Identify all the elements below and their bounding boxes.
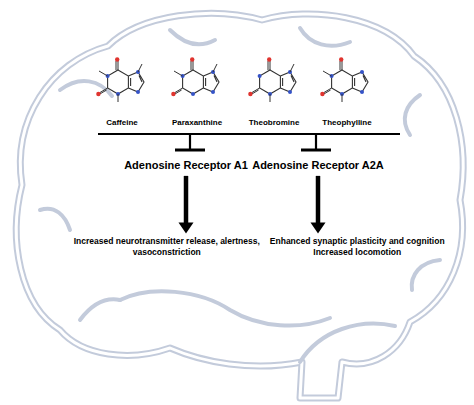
node-text: Enhanced synaptic plasticity and cogniti…	[270, 236, 445, 247]
theophylline-structure	[320, 57, 368, 102]
arrow-head	[311, 222, 326, 233]
effect-arrow	[179, 176, 194, 234]
arrow-head	[179, 222, 194, 233]
node-text: Increased locomotion	[270, 247, 445, 258]
arrow-shaft	[184, 176, 189, 225]
effect-text: Increased neurotransmitter release, aler…	[64, 236, 269, 257]
node-text: Paraxanthine	[172, 118, 222, 128]
node-text: Caffeine	[106, 118, 138, 128]
receptor-label: Adenosine Receptor A2A	[252, 159, 384, 173]
molecule-structures	[96, 57, 368, 102]
effect-text: Enhanced synaptic plasticity and cogniti…	[270, 236, 445, 257]
molecule-label: Theophylline	[322, 118, 371, 128]
brain-outline	[16, 13, 463, 398]
arrow-shaft	[316, 176, 321, 225]
molecule-label: Theobromine	[249, 118, 300, 128]
theobromine-structure	[248, 57, 296, 102]
node-text: Adenosine Receptor A1	[124, 159, 248, 173]
node-text: Increased neurotransmitter release, aler…	[64, 236, 269, 257]
node-text: Theophylline	[322, 118, 371, 128]
receptor-label: Adenosine Receptor A1	[124, 159, 248, 173]
inhibition-lines	[98, 134, 400, 150]
effect-arrow	[311, 176, 326, 234]
node-text: Theobromine	[249, 118, 300, 128]
molecule-label: Paraxanthine	[172, 118, 222, 128]
node-text: Adenosine Receptor A2A	[252, 159, 384, 173]
molecule-label: Caffeine	[106, 118, 138, 128]
caffeine-structure	[96, 57, 144, 102]
paraxanthine-structure	[171, 57, 219, 96]
